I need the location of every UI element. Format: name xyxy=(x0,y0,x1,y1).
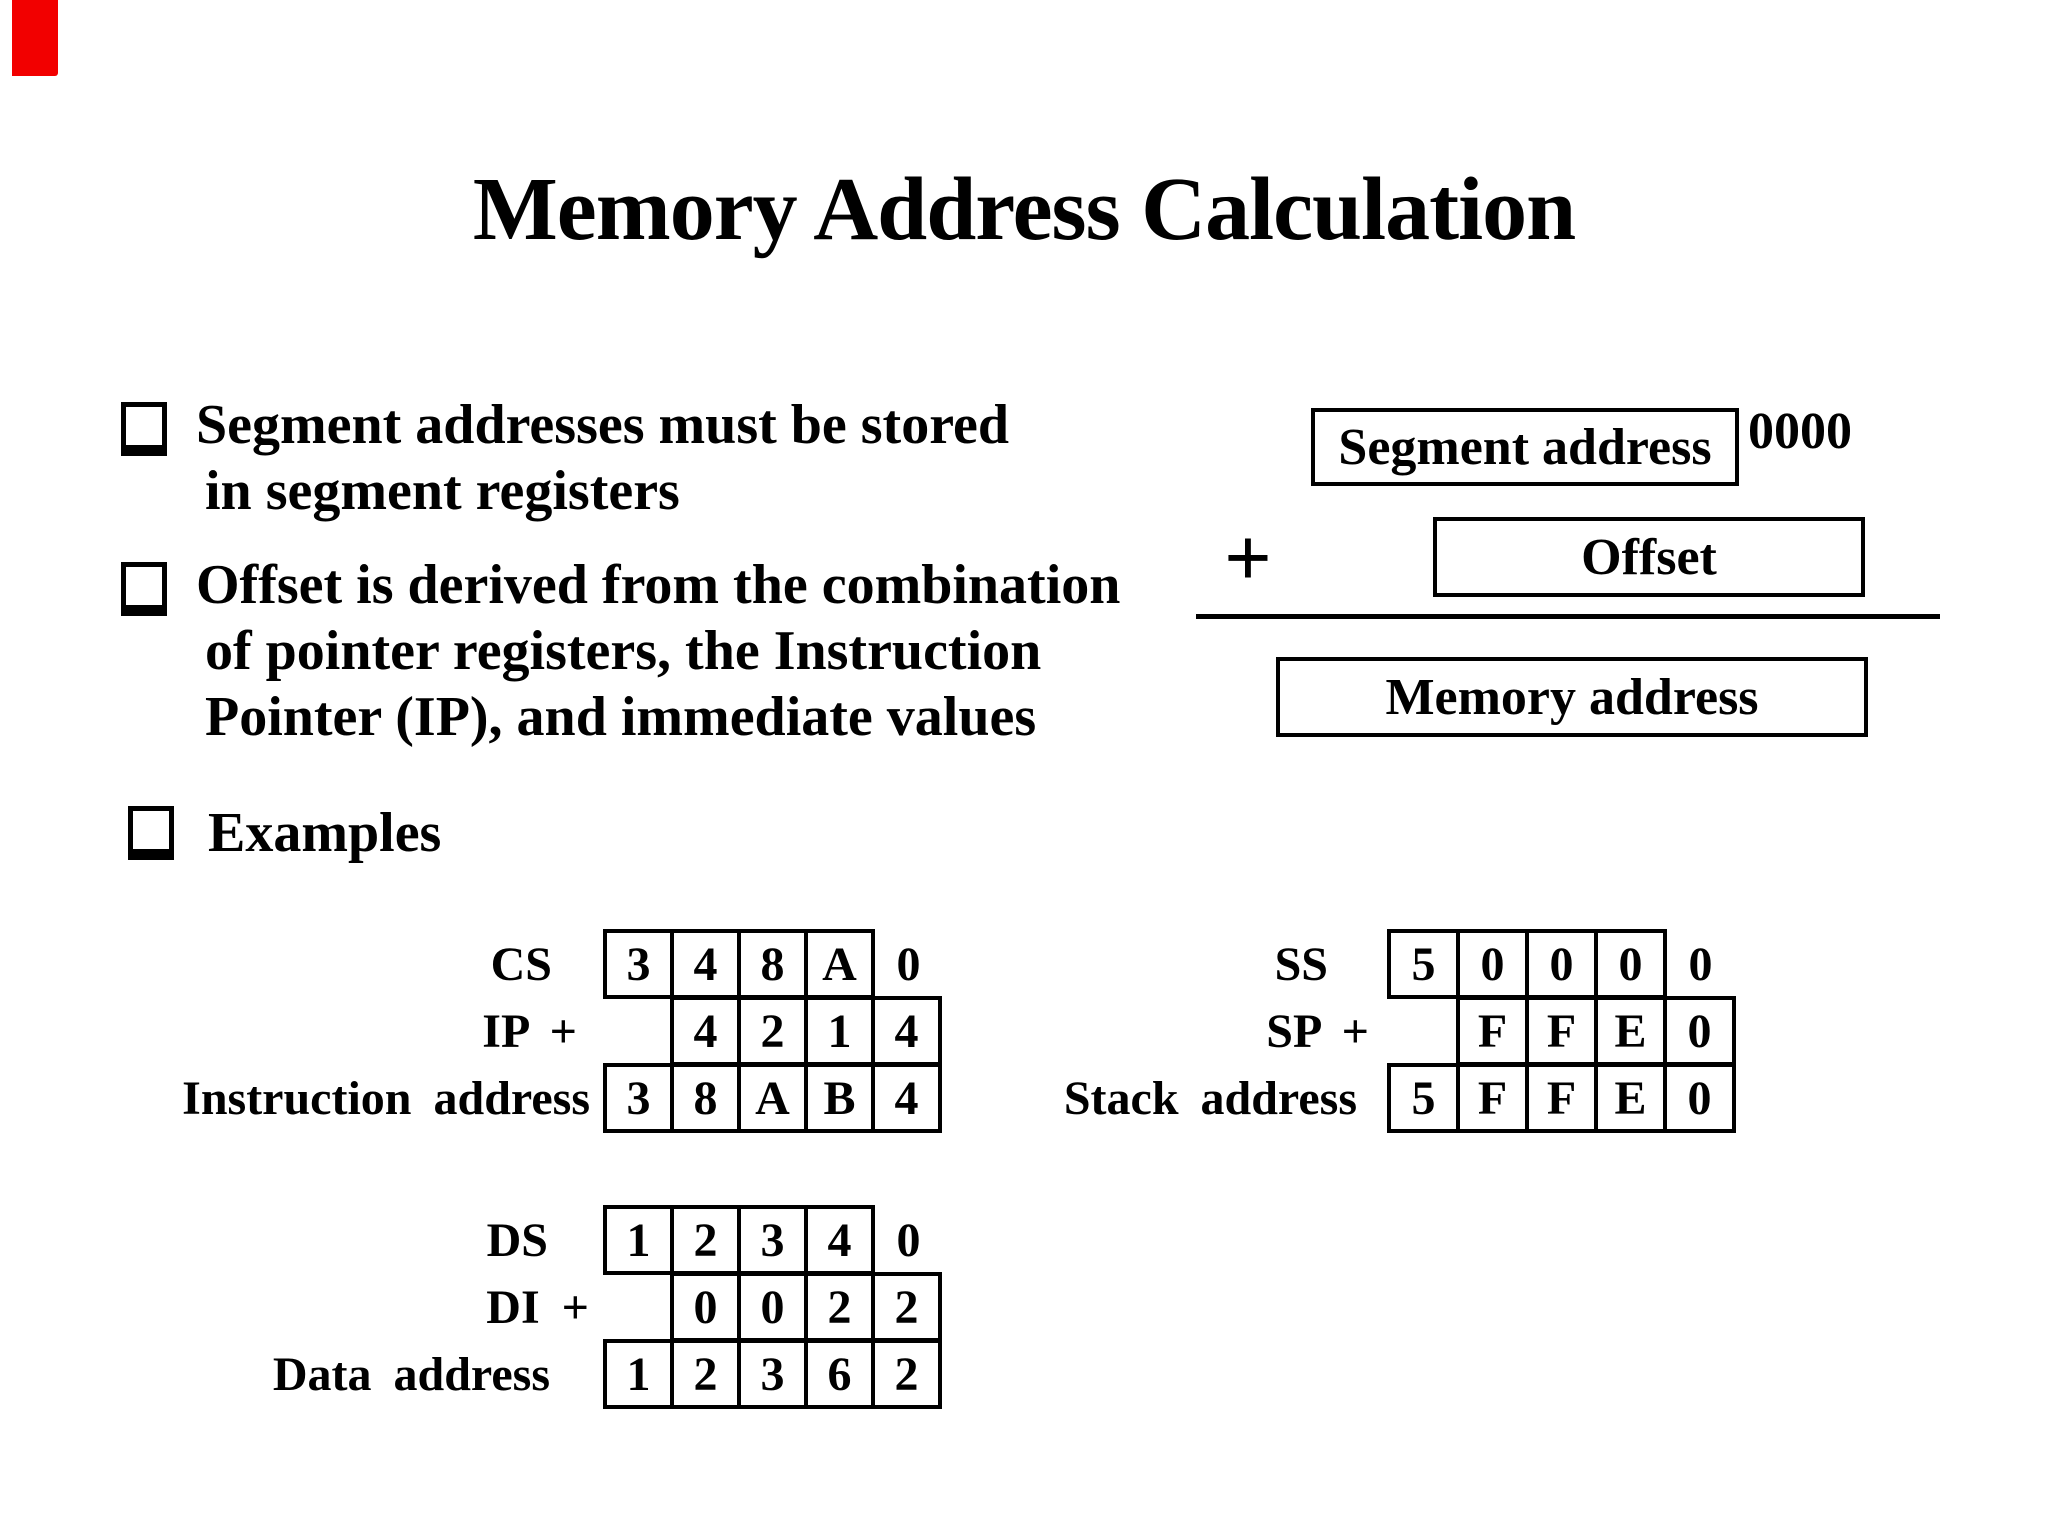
table-row: F F E 0 xyxy=(1456,996,1736,1066)
table-row: 3 8 A B 4 xyxy=(603,1063,942,1133)
trailing-zero: 0 xyxy=(896,937,921,991)
bullet-1-line-2: in segment registers xyxy=(205,460,680,522)
page-title: Memory Address Calculation xyxy=(472,160,1576,259)
table-cell: 4 xyxy=(674,933,741,995)
memory-address-label: Memory address xyxy=(1385,668,1759,726)
table-row: 1 2 3 6 2 xyxy=(603,1339,942,1409)
table-cell: 0 xyxy=(1460,933,1529,995)
bullet-2-line-1: Offset is derived from the combination xyxy=(196,554,1121,616)
row-label-cs: CS xyxy=(490,937,552,991)
table-cell: 2 xyxy=(674,1209,741,1271)
table-cell: 1 xyxy=(607,1343,674,1405)
table-cell: 0 xyxy=(1618,937,1643,991)
bullet-1-line-1: Segment addresses must be stored xyxy=(196,394,1010,456)
table-cell: 2 xyxy=(741,1000,808,1062)
table-row: 1 2 3 4 xyxy=(603,1205,875,1275)
table-cell: F xyxy=(1529,1067,1598,1129)
bullet-square-icon xyxy=(121,402,167,456)
table-cell: 4 xyxy=(674,1000,741,1062)
table-cell: 5 xyxy=(1391,1067,1460,1129)
table-cell: 3 xyxy=(741,1209,808,1271)
bullet-2-line-3: Pointer (IP), and immediate values xyxy=(205,686,1037,748)
table-row: 5 0 0 0 xyxy=(1387,929,1667,999)
plus-sign: + xyxy=(1224,512,1272,605)
table-cell: E xyxy=(1598,1000,1667,1062)
bullet-square-icon xyxy=(121,562,167,616)
table-cell: F xyxy=(1460,1067,1529,1129)
table-cell: 1 xyxy=(607,1209,674,1271)
table-cell: B xyxy=(808,1067,875,1129)
segment-address-box: Segment address xyxy=(1311,408,1739,486)
table-cell: F xyxy=(1529,1000,1598,1062)
table-cell: 4 xyxy=(894,1004,919,1058)
bullet-2: Offset is derived from the combination o… xyxy=(196,552,1120,750)
table-row: 5 F F E 0 xyxy=(1387,1063,1736,1133)
trailing-zero: 0 xyxy=(1688,937,1713,991)
table-cell: 3 xyxy=(607,1067,674,1129)
table-cell: 2 xyxy=(894,1347,919,1401)
bullet-2-line-2: of pointer registers, the Instruction xyxy=(205,620,1042,682)
row-label-stack-address: Stack address xyxy=(1063,1071,1357,1125)
table-cell: 0 xyxy=(741,1276,808,1338)
bullet-1: Segment addresses must be stored in segm… xyxy=(196,392,1009,524)
row-label-ds: DS xyxy=(486,1213,548,1267)
table-cell: 8 xyxy=(741,933,808,995)
table-cell: 2 xyxy=(894,1280,919,1334)
table-cell: 4 xyxy=(894,1071,919,1125)
table-cell: 0 xyxy=(1529,933,1598,995)
row-label-data-address: Data address xyxy=(272,1347,550,1401)
row-label-sp: SP + xyxy=(1266,1004,1369,1058)
row-label-instruction-address: Instruction address xyxy=(182,1071,590,1125)
offset-label: Offset xyxy=(1581,528,1717,586)
memory-address-box: Memory address xyxy=(1276,657,1868,737)
table-cell: 1 xyxy=(808,1000,875,1062)
table-row: 0 0 2 2 xyxy=(670,1272,942,1342)
offset-box: Offset xyxy=(1433,517,1865,597)
trailing-zero: 0 xyxy=(896,1213,921,1267)
table-row: 3 4 8 A xyxy=(603,929,875,999)
sum-line xyxy=(1196,614,1940,619)
table-cell: E xyxy=(1598,1067,1667,1129)
appended-zeros: 0000 xyxy=(1748,403,1852,460)
table-cell: A xyxy=(822,937,857,991)
row-label-ss: SS xyxy=(1274,937,1328,991)
table-cell: A xyxy=(741,1067,808,1129)
bullet-examples: Examples xyxy=(208,800,441,866)
table-cell: 8 xyxy=(674,1067,741,1129)
corner-marker xyxy=(12,0,58,76)
row-label-ip: IP + xyxy=(482,1004,577,1058)
table-cell: 2 xyxy=(808,1276,875,1338)
examples-label: Examples xyxy=(208,802,442,864)
row-label-di: DI + xyxy=(486,1280,589,1334)
bullet-square-icon xyxy=(128,806,174,860)
table-cell: 0 xyxy=(1687,1004,1712,1058)
table-cell: 4 xyxy=(827,1213,852,1267)
table-cell: 0 xyxy=(674,1276,741,1338)
table-cell: 0 xyxy=(1687,1071,1712,1125)
table-cell: 5 xyxy=(1391,933,1460,995)
table-cell: 3 xyxy=(607,933,674,995)
table-cell: 3 xyxy=(741,1343,808,1405)
table-cell: 2 xyxy=(674,1343,741,1405)
table-cell: 6 xyxy=(808,1343,875,1405)
table-cell: F xyxy=(1460,1000,1529,1062)
segment-address-label: Segment address xyxy=(1338,418,1712,476)
